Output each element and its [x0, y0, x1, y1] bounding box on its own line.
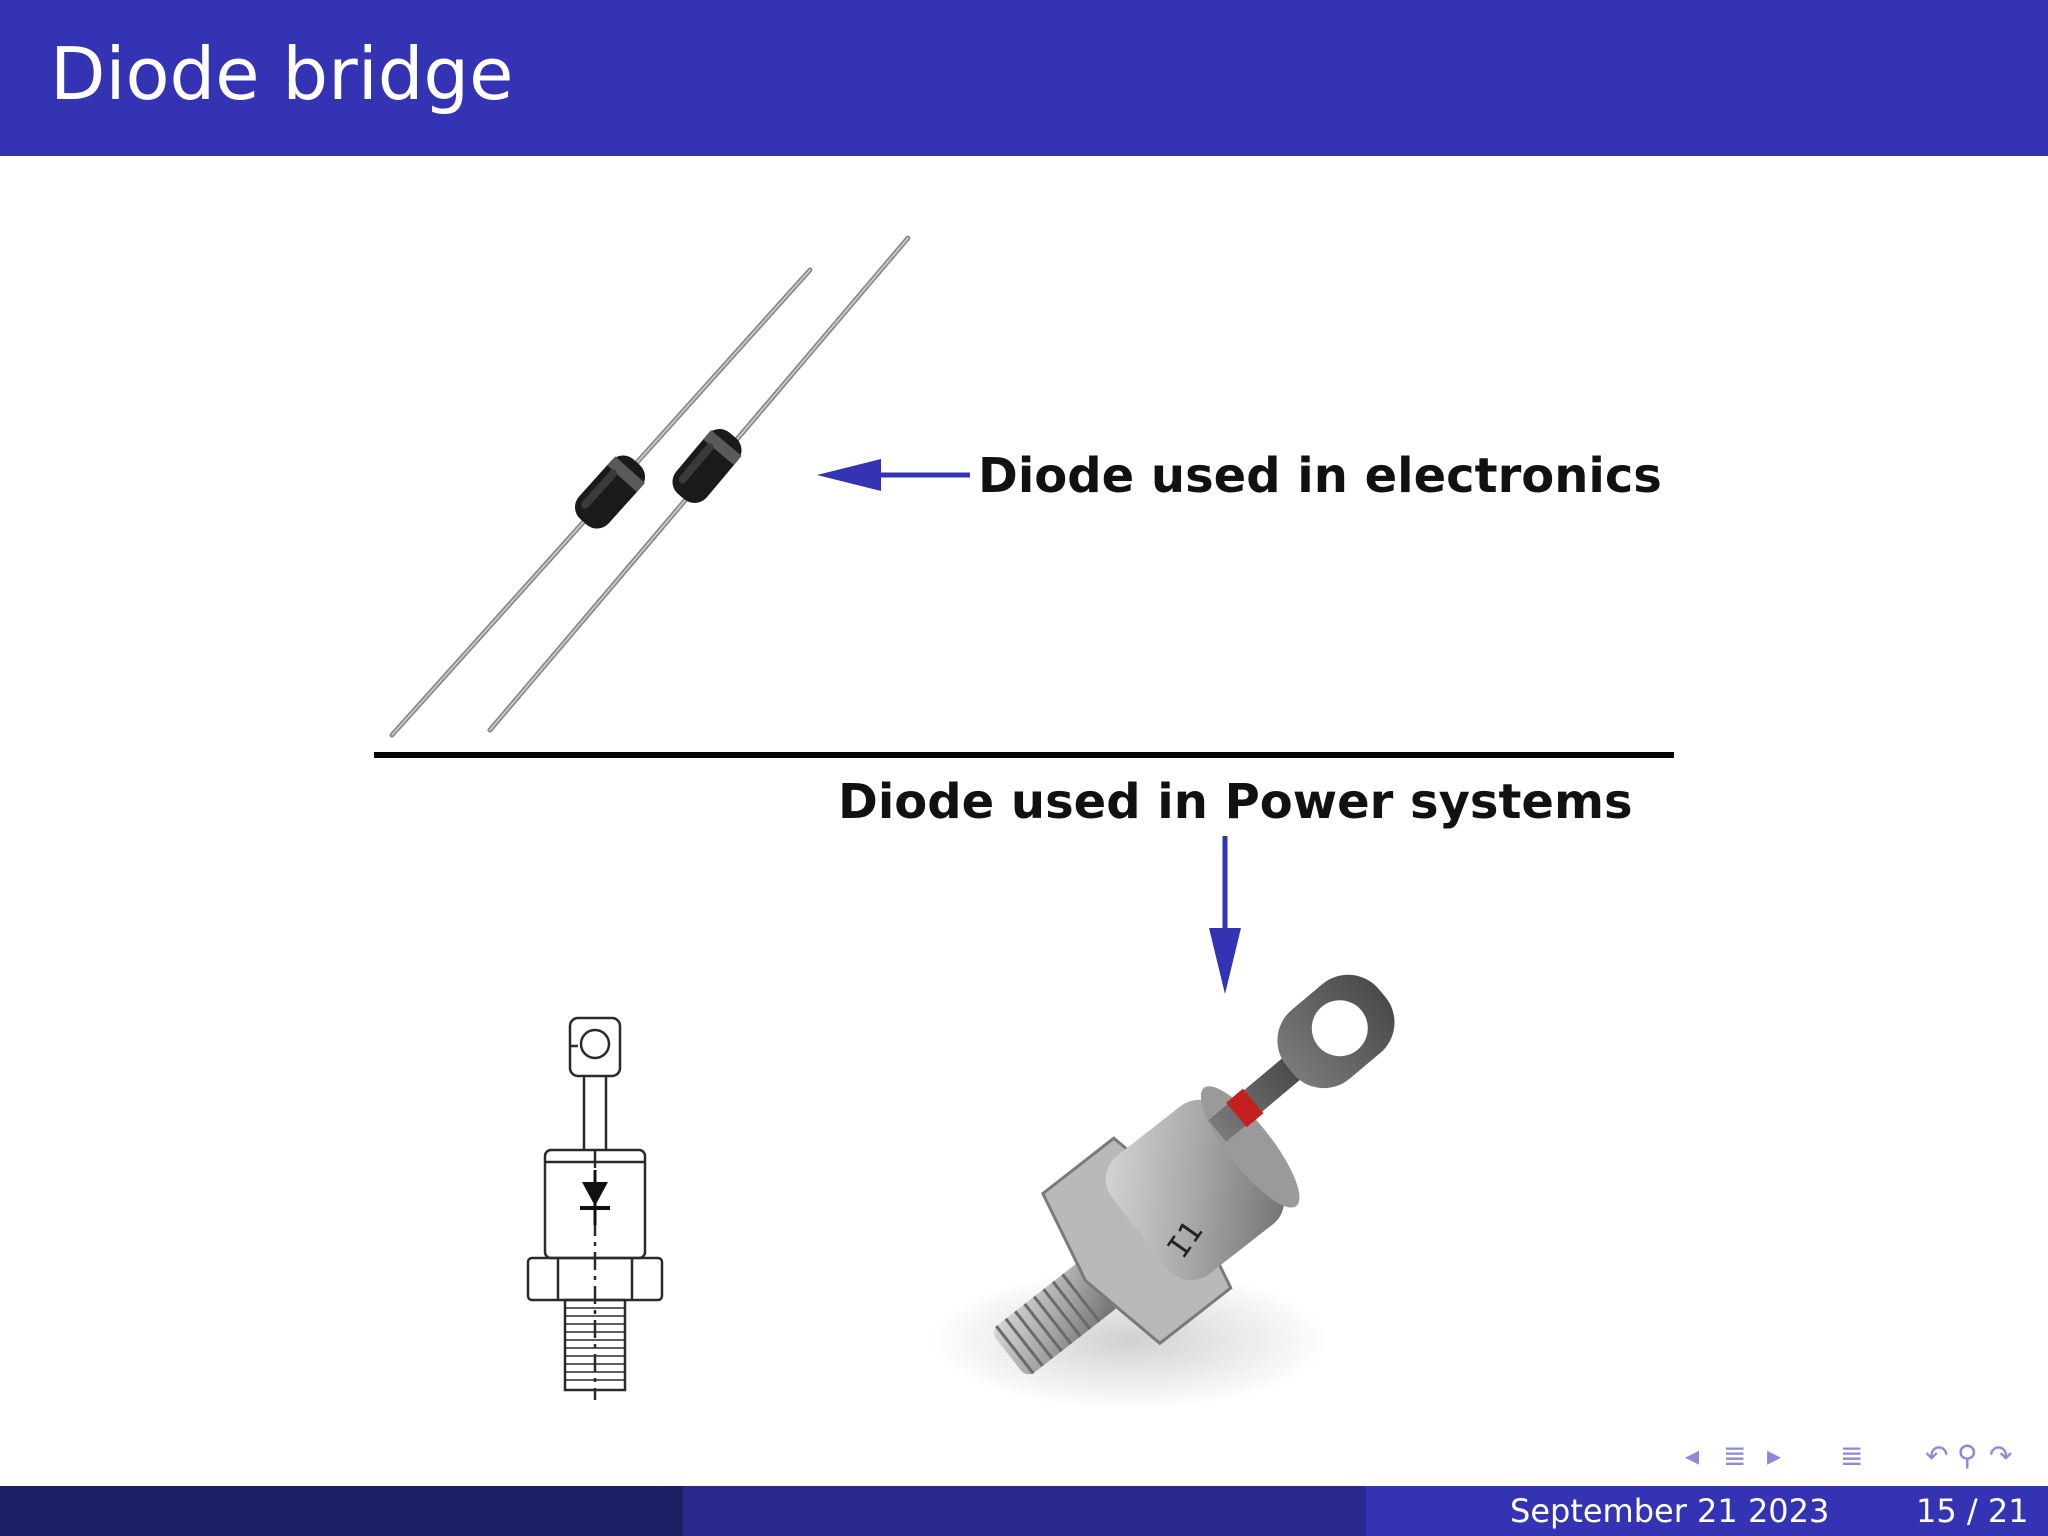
forward-icon[interactable]: ↷ [1989, 1439, 2013, 1472]
prev-slide-icon[interactable]: ◂ [1685, 1439, 1700, 1472]
stud-diode-drawing [526, 1016, 664, 1400]
footer-page-number: 15 / 21 [1916, 1492, 2029, 1530]
label-power-systems: Diode used in Power systems [838, 774, 1633, 830]
navigation-bar: ◂ ≣ ▸ ≣ ↶ ⚲ ↷ [1685, 1440, 2030, 1472]
footer-date: September 21 2023 [1510, 1492, 1830, 1530]
search-icon[interactable]: ⚲ [1957, 1439, 1978, 1472]
electronics-diode-photo [389, 235, 911, 738]
footer-left-segment [0, 1486, 683, 1536]
footer-bar: September 21 2023 15 / 21 [0, 1486, 2048, 1536]
diode-body-1 [574, 455, 646, 529]
title-bar: Diode bridge [0, 0, 2048, 156]
next-slide-icon[interactable]: ▸ [1767, 1439, 1782, 1472]
subsection-nav-icon[interactable]: ≣ [1840, 1439, 1864, 1472]
divider-line [374, 752, 1674, 758]
label-electronics: Diode used in electronics [978, 448, 1662, 504]
arrow-down-icon [1209, 836, 1241, 994]
back-icon[interactable]: ↶ [1925, 1439, 1949, 1472]
arrow-left-icon [817, 459, 970, 491]
diode-symbol-icon [580, 1170, 610, 1225]
footer-right-segment [1366, 1486, 2048, 1536]
section-nav-icon[interactable]: ≣ [1723, 1439, 1747, 1472]
slide-title: Diode bridge [50, 32, 514, 116]
diode-body-2 [672, 429, 742, 503]
power-diode-photo: I1 [930, 974, 1395, 1410]
footer-middle-segment [683, 1486, 1366, 1536]
